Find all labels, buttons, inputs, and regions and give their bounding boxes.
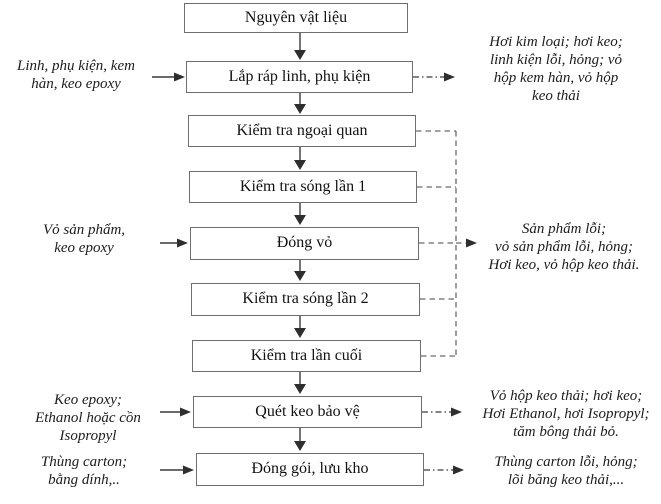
input-label-product-shell: Vỏ sản phẩm, keo epoxy — [42, 222, 126, 256]
down-arrow-icon — [294, 33, 306, 451]
output-label-assembly-waste: Hơi kim loại; hơi keo; linh kiện lỗi, hỏ… — [489, 34, 623, 104]
process-box-casing: Đóng vỏ — [190, 227, 419, 260]
input-arrow-icon — [152, 72, 194, 475]
process-box-wave-test-2: Kiểm tra sóng lần 2 — [191, 283, 420, 316]
process-box-final-inspection: Kiểm tra lần cuối — [192, 340, 421, 372]
input-label-epoxy-ethanol: Keo epoxy; Ethanol hoặc cồn Isopropyl — [35, 392, 141, 444]
input-label-carton-tape: Thùng carton; bằng dính,.. — [40, 454, 128, 488]
process-box-visual-inspection: Kiểm tra ngoại quan — [188, 115, 416, 147]
output-label-defect-products: Sản phẩm lỗi; vỏ sản phẩm lỗi, hỏng; Hơi… — [488, 221, 640, 273]
input-label-components: Linh, phụ kiện, kem hàn, keo epoxy — [17, 58, 135, 92]
defect-dashed-connector — [416, 130, 477, 357]
process-box-protective-coating: Quét keo bảo vệ — [193, 396, 422, 428]
output-label-packing-waste: Thùng carton lỗi, hỏng; lõi băng keo thả… — [494, 454, 638, 488]
output-label-coating-waste: Vỏ hộp keo thải; hơi keo; Hơi Ethanol, h… — [482, 388, 650, 440]
process-box-packing-storage: Đóng gói, lưu kho — [196, 453, 424, 486]
process-box-wave-test-1: Kiểm tra sóng lần 1 — [189, 171, 417, 203]
process-box-assembly: Lắp ráp linh, phụ kiện — [186, 61, 413, 93]
output-arrow-icon — [413, 72, 464, 475]
process-box-raw-materials: Nguyên vật liệu — [184, 3, 408, 33]
